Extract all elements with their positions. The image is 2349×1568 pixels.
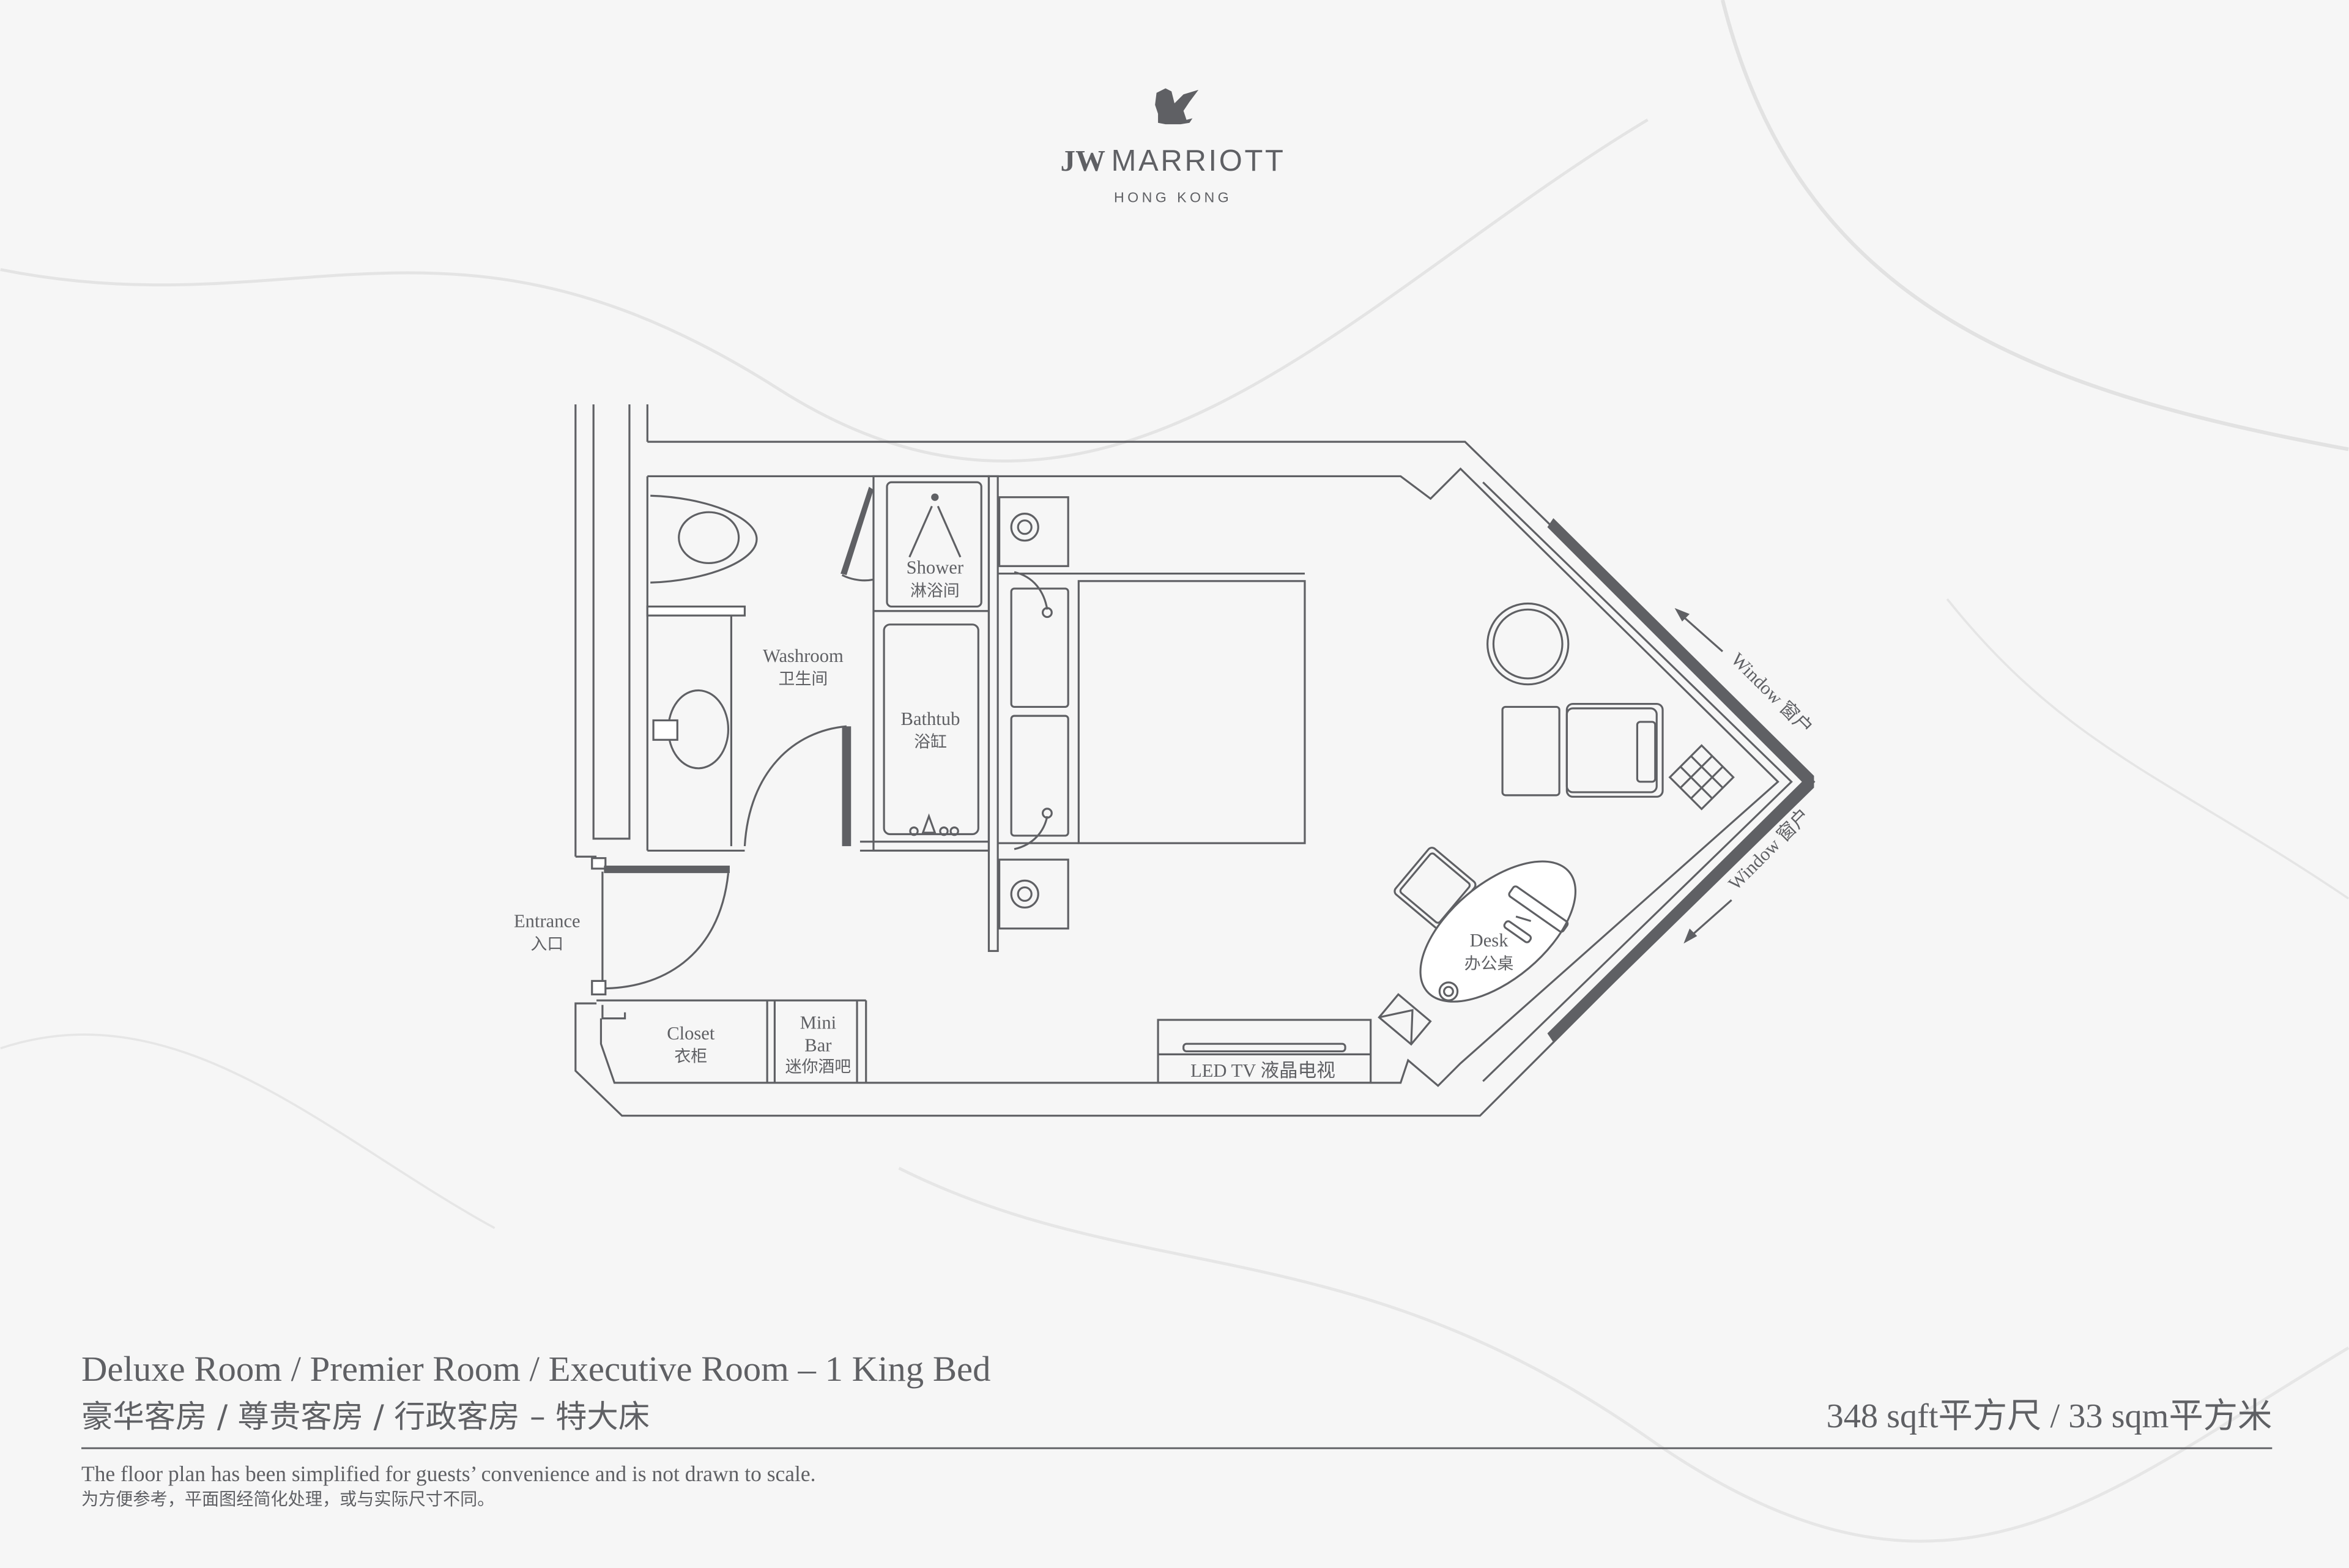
shower-label-zh: 淋浴间: [910, 581, 960, 600]
toilet: [650, 494, 758, 584]
disclaimer: The floor plan has been simplified for g…: [81, 1462, 816, 1486]
desk-label-zh: 办公桌: [1464, 954, 1514, 973]
washroom-label: Washroom: [763, 645, 844, 666]
sitting-area: [1486, 602, 1735, 811]
entrance-label-zh: 入口: [530, 935, 563, 954]
entrance-door: [591, 857, 730, 996]
bed: [998, 496, 1306, 930]
griffin-icon: [1155, 88, 1199, 125]
room-title-zh: 豪华客房 / 尊贵客房 / 行政客房 – 特大床: [81, 1399, 650, 1435]
washroom: [646, 476, 989, 852]
logo-brand-prefix: JW: [1060, 144, 1105, 177]
washroom-door: [743, 725, 847, 847]
bathtub-label: Bathtub: [901, 708, 960, 729]
minibar-label-2: Bar: [804, 1035, 831, 1055]
closet-minibar: [596, 999, 867, 1083]
room-title: Deluxe Room / Premier Room / Executive R…: [81, 1349, 991, 1389]
disclaimer-zh: 为方便参考，平面图经简化处理，或与实际尺寸不同。: [81, 1489, 494, 1509]
logo-location: HONG KONG: [1114, 189, 1232, 205]
bathtub-label-zh: 浴缸: [914, 733, 947, 752]
window-arrow-upper: [1674, 608, 1724, 653]
logo-brand-name: MARRIOTT: [1111, 144, 1286, 177]
minibar-label-1: Mini: [800, 1013, 836, 1033]
washroom-label-zh: 卫生间: [779, 670, 828, 689]
corridor-wall: [574, 404, 648, 858]
desk-label: Desk: [1470, 930, 1509, 951]
outer-wall: [574, 440, 1816, 1117]
desk: [1378, 847, 1577, 1046]
window-glass-lower: [1547, 776, 1814, 1042]
minibar-label-zh: 迷你酒吧: [785, 1058, 852, 1077]
footer: Deluxe Room / Premier Room / Executive R…: [81, 1349, 2273, 1509]
window-glass-upper: [1547, 518, 1814, 788]
closet-label-zh: 衣柜: [674, 1047, 707, 1066]
bathtub: [883, 623, 979, 836]
partition-wall: [987, 475, 999, 953]
closet-label: Closet: [667, 1023, 715, 1044]
entrance-label: Entrance: [514, 910, 581, 931]
tv-label: LED TV 液晶电视: [1190, 1060, 1335, 1081]
tv-unit: [1157, 1019, 1372, 1084]
room-size: 348 sqft平方尺 / 33 sqm平方米: [1827, 1397, 2273, 1435]
shower-label: Shower: [907, 557, 963, 578]
window-arrow-lower: [1683, 899, 1732, 944]
